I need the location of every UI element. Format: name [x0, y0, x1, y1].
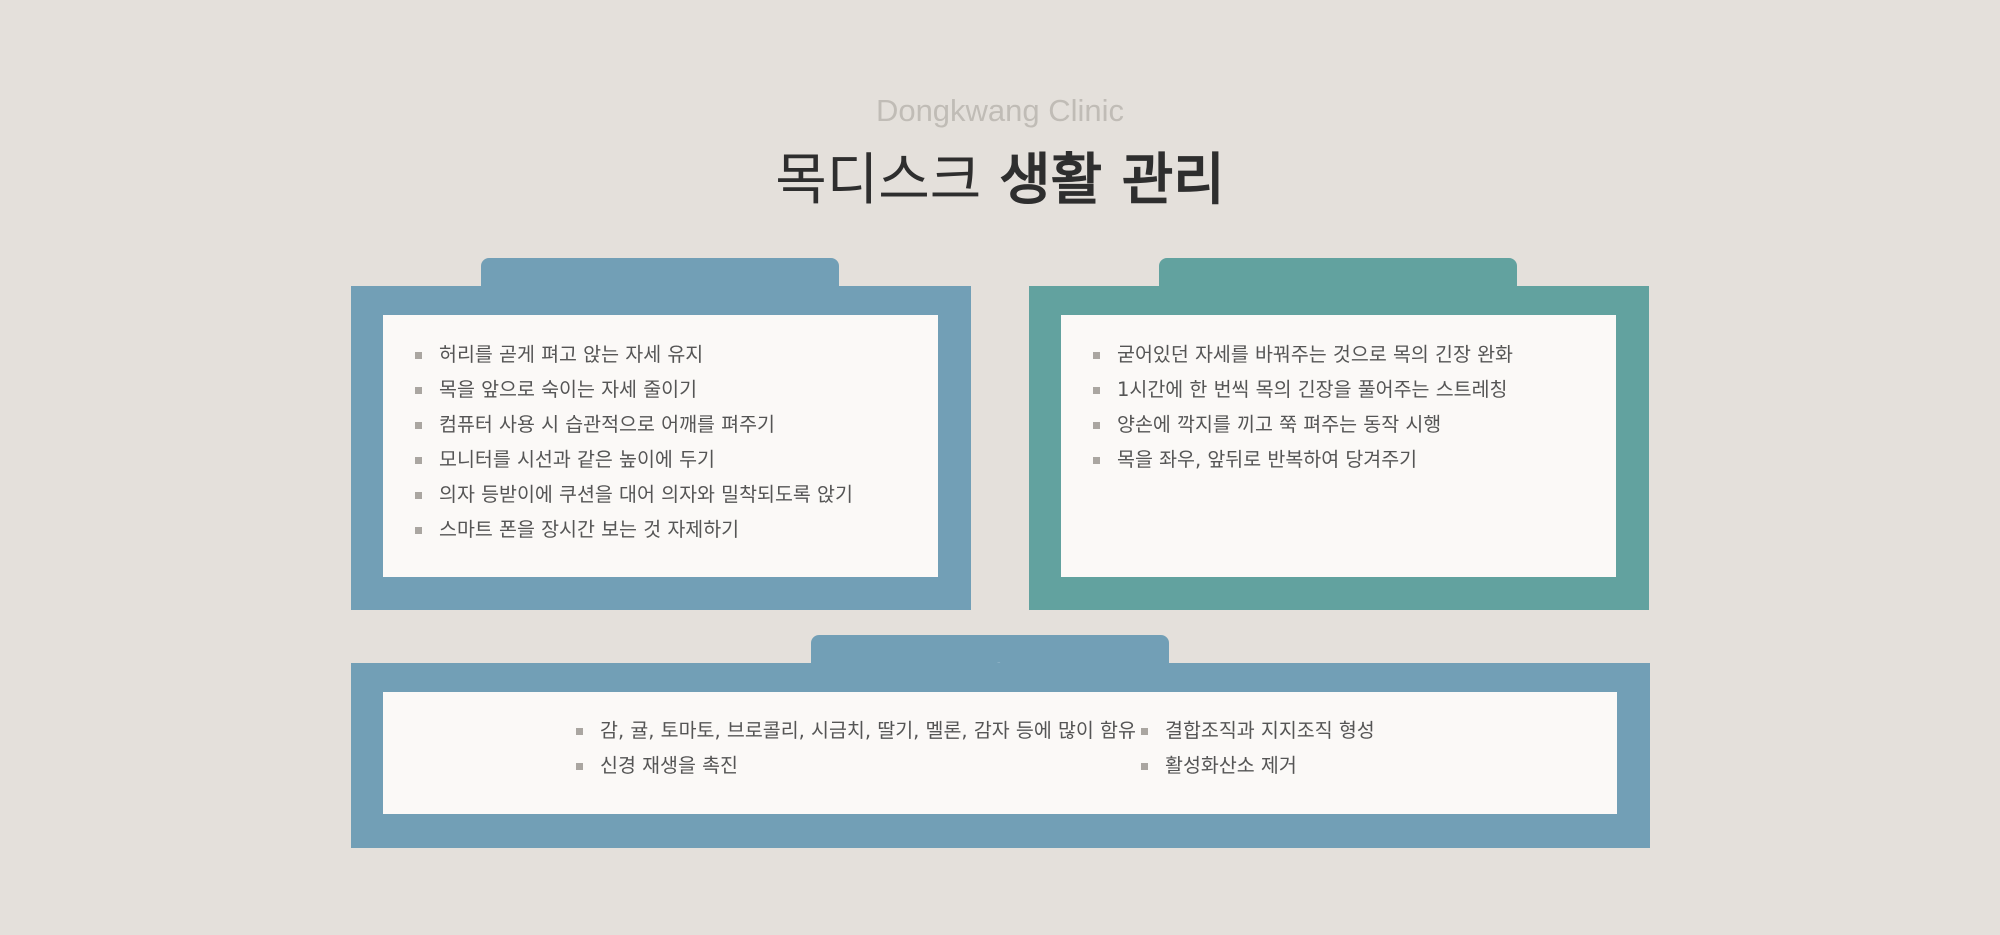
list-item: 의자 등받이에 쿠션을 대어 의자와 밀착되도록 앉기: [415, 477, 853, 512]
list-item: 모니터를 시선과 같은 높이에 두기: [415, 442, 853, 477]
list-item: 스마트 폰을 장시간 보는 것 자제하기: [415, 512, 853, 547]
vitamin-card-body: 감, 귤, 토마토, 브로콜리, 시금치, 딸기, 멜론, 감자 등에 많이 함…: [383, 692, 1617, 814]
stretching-card: 주기적인 스트레칭 굳어있던 자세를 바꿔주는 것으로 목의 긴장 완화 1시간…: [1029, 258, 1649, 610]
list-item: 목을 앞으로 숙이는 자세 줄이기: [415, 372, 853, 407]
list-item: 신경 재생을 촉진: [576, 748, 1136, 783]
list-item: 활성화산소 제거: [1141, 748, 1375, 783]
list-item: 결합조직과 지지조직 형성: [1141, 713, 1375, 748]
list-item: 감, 귤, 토마토, 브로콜리, 시금치, 딸기, 멜론, 감자 등에 많이 함…: [576, 713, 1136, 748]
list-item: 1시간에 한 번씩 목의 긴장을 풀어주는 스트레칭: [1093, 372, 1513, 407]
page-title: 목디스크 생활 관리: [0, 145, 2000, 217]
list-item: 양손에 깍지를 끼고 쭉 펴주는 동작 시행: [1093, 407, 1513, 442]
posture-card-body: 허리를 곧게 펴고 앉는 자세 유지 목을 앞으로 숙이는 자세 줄이기 컴퓨터…: [383, 315, 938, 577]
list-item: 컴퓨터 사용 시 습관적으로 어깨를 펴주기: [415, 407, 853, 442]
list-item: 허리를 곧게 펴고 앉는 자세 유지: [415, 337, 853, 372]
page-title-light: 목디스크: [775, 148, 982, 213]
list-item: 목을 좌우, 앞뒤로 반복하여 당겨주기: [1093, 442, 1513, 477]
stretching-list: 굳어있던 자세를 바꿔주는 것으로 목의 긴장 완화 1시간에 한 번씩 목의 …: [1093, 337, 1513, 477]
posture-card: 바른 자세 유지 허리를 곧게 펴고 앉는 자세 유지 목을 앞으로 숙이는 자…: [351, 258, 971, 610]
list-item: 굳어있던 자세를 바꿔주는 것으로 목의 긴장 완화: [1093, 337, 1513, 372]
posture-list: 허리를 곧게 펴고 앉는 자세 유지 목을 앞으로 숙이는 자세 줄이기 컴퓨터…: [415, 337, 853, 547]
stretching-card-body: 굳어있던 자세를 바꿔주는 것으로 목의 긴장 완화 1시간에 한 번씩 목의 …: [1061, 315, 1616, 577]
clinic-name: Dongkwang Clinic: [875, 93, 1125, 128]
vitamin-list-right: 결합조직과 지지조직 형성 활성화산소 제거: [1141, 713, 1375, 783]
vitamin-card: 비타민 C가 많이 함유된 음식 섭취 감, 귤, 토마토, 브로콜리, 시금치…: [351, 635, 1650, 848]
page-title-bold: 생활 관리: [999, 148, 1225, 213]
vitamin-list-left: 감, 귤, 토마토, 브로콜리, 시금치, 딸기, 멜론, 감자 등에 많이 함…: [576, 713, 1136, 783]
